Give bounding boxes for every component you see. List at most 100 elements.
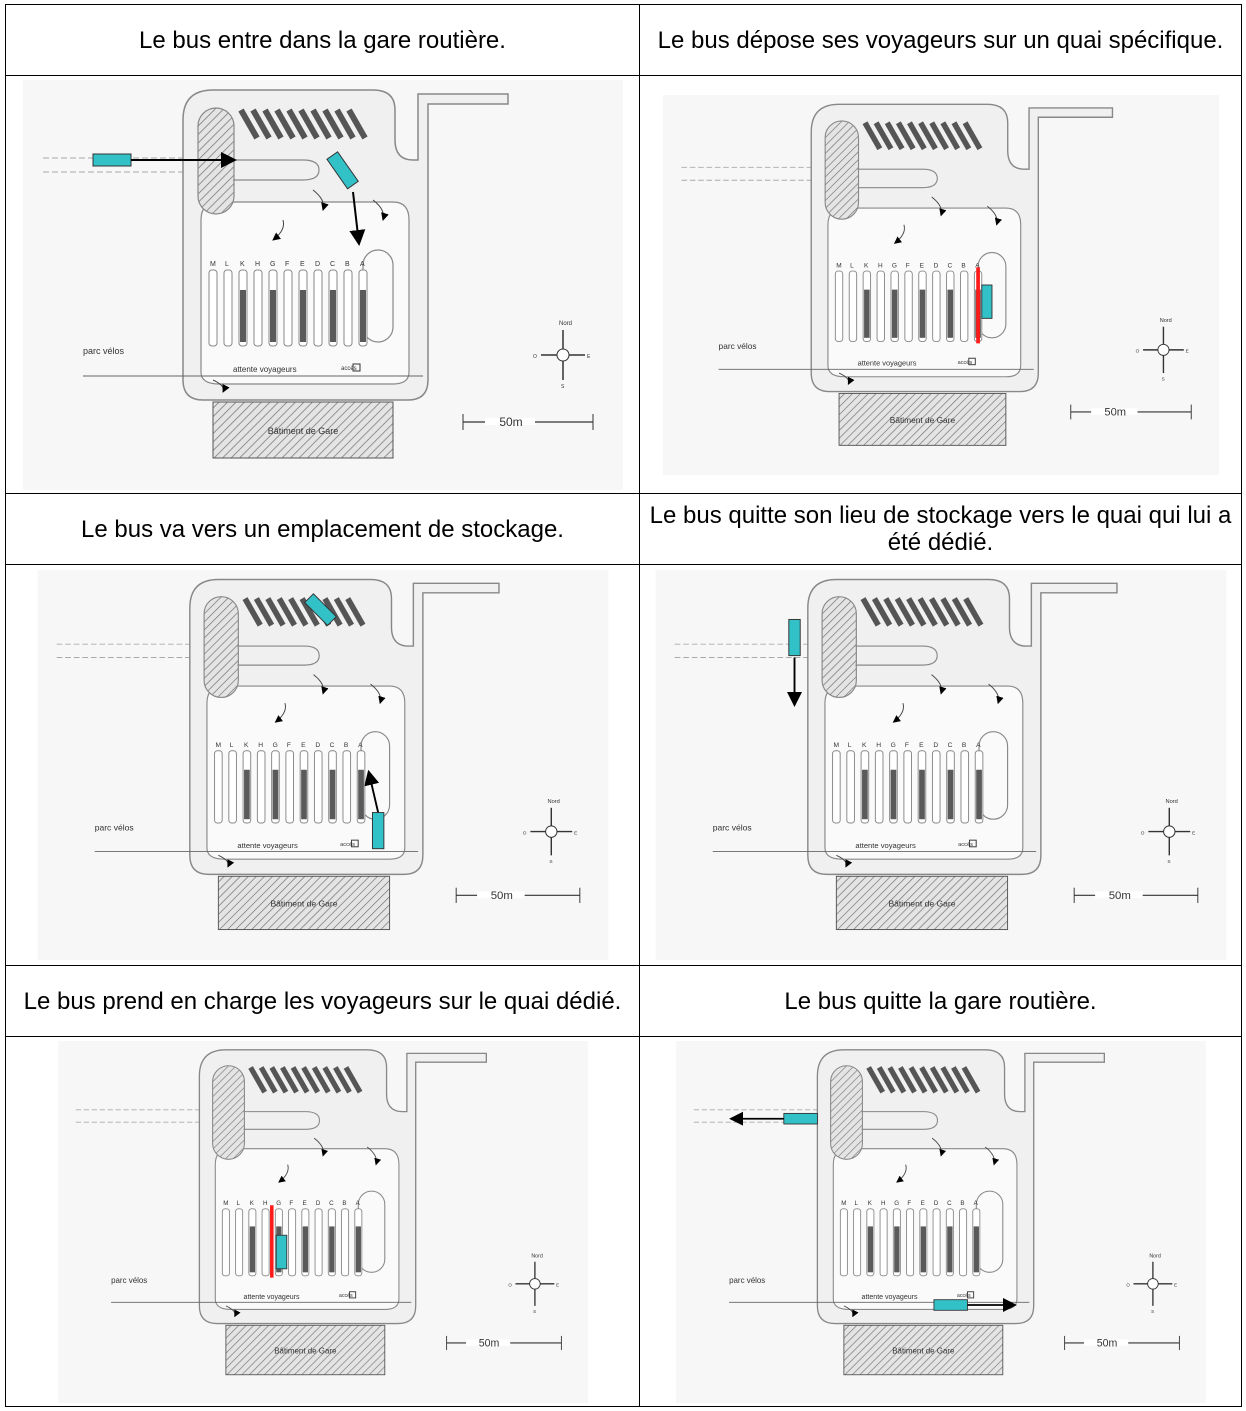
access-label: accès	[338, 1293, 352, 1299]
storage-bay	[343, 1065, 362, 1094]
platform-label: G	[894, 1200, 899, 1207]
station-building	[838, 392, 1006, 446]
bus-marker	[782, 1112, 818, 1124]
flow-arrow	[274, 703, 286, 723]
parked-bus	[891, 289, 897, 338]
access-label: accès	[956, 1293, 970, 1299]
station-building-label: Bâtiment de Gare	[889, 415, 955, 425]
platform-label: K	[862, 742, 867, 749]
access-box	[348, 1290, 356, 1298]
platform-L	[848, 270, 857, 342]
platform-label: A	[358, 742, 363, 749]
scale-label-bg	[465, 1338, 510, 1346]
north-label: Nord	[1165, 799, 1177, 805]
north-label: Nord	[559, 321, 572, 327]
platform-label: A	[355, 1200, 360, 1207]
platform-L	[234, 1207, 243, 1276]
flow-arrow	[984, 1146, 999, 1165]
station-building-label: Bâtiment de Gare	[274, 1346, 337, 1355]
bus-marker	[932, 1298, 968, 1311]
platform-label: C	[329, 1200, 334, 1207]
flow-arrow	[369, 683, 386, 705]
platform-label: D	[933, 262, 938, 269]
storage-bay	[895, 120, 916, 150]
storage-bay	[894, 597, 915, 627]
station-building-label: Bâtiment de Gare	[888, 899, 955, 909]
parked-bus	[947, 769, 953, 820]
storage-bay	[345, 108, 368, 139]
parked-bus	[355, 1225, 361, 1272]
compass-south: S	[549, 859, 552, 865]
flow-arrow	[212, 379, 230, 393]
platform-label: C	[330, 261, 335, 268]
parked-bus	[946, 1225, 952, 1272]
flow-arrow	[312, 674, 329, 695]
turnaround-lane	[236, 645, 320, 666]
platform-label: H	[877, 262, 882, 269]
turnaround-lane	[861, 1110, 938, 1130]
storage-bay	[273, 108, 296, 139]
platform-label: F	[289, 1200, 293, 1207]
parked-bus	[861, 769, 868, 820]
station-building	[842, 1324, 1003, 1375]
storage-bay	[962, 597, 983, 627]
platform-F	[287, 1207, 296, 1276]
platform-F	[905, 1207, 914, 1276]
bus-marker	[371, 812, 384, 850]
platform-L	[223, 269, 232, 346]
platform-label: E	[301, 742, 306, 749]
waiting-label: attente voyageurs	[233, 365, 297, 374]
compass-west: O	[508, 1282, 512, 1287]
flow-arrow	[312, 189, 329, 211]
access-label: accès	[341, 366, 357, 372]
station-building	[217, 875, 390, 931]
storage-bay	[253, 597, 274, 627]
parked-bus	[973, 1225, 979, 1272]
parked-bus	[946, 289, 953, 338]
turnaround-lane	[243, 1110, 320, 1130]
flow-arrow	[225, 1304, 241, 1317]
platform-label: L	[850, 262, 854, 269]
compass-south: S	[533, 1308, 536, 1313]
scale-label: 50m	[499, 415, 522, 429]
bike-park-label: parc vélos	[94, 823, 133, 833]
bike-park-label: parc vélos	[718, 340, 756, 350]
platform-label: D	[315, 1200, 320, 1207]
flow-arrow	[931, 1137, 946, 1157]
parked-bus	[329, 769, 335, 820]
movement-arrow	[363, 769, 379, 813]
platform-M	[831, 750, 841, 824]
station-building-label: Bâtiment de Gare	[270, 899, 337, 909]
access-box	[350, 839, 359, 848]
platform-label: L	[854, 1200, 858, 1207]
storage-bay	[247, 1065, 267, 1094]
platform-label: F	[904, 742, 908, 749]
platform-label: M	[223, 1200, 228, 1207]
compass-east: E	[1174, 1282, 1177, 1287]
platform-D	[931, 270, 941, 342]
platform-label: L	[847, 742, 851, 749]
platform-label: G	[890, 742, 895, 749]
north-label: Nord	[547, 799, 559, 805]
storage-loop	[203, 596, 239, 699]
parked-bus	[918, 769, 925, 820]
compass-west: O	[1140, 830, 1144, 836]
compass-icon	[1147, 807, 1190, 856]
storage-bay	[261, 108, 284, 139]
station-building	[212, 401, 393, 458]
bus-marker	[325, 150, 359, 189]
step-2-caption: Le bus dépose ses voyageurs sur un quai …	[639, 4, 1242, 76]
station-building-label: Bâtiment de Gare	[267, 426, 338, 436]
platform-D	[313, 269, 322, 346]
storage-bay	[311, 1065, 331, 1094]
storyboard-table: Le bus entre dans la gare routière. Le b…	[5, 4, 1242, 1407]
storage-bay	[264, 597, 286, 627]
compass-south: S	[561, 384, 565, 390]
storage-bay	[882, 597, 904, 627]
storage-bay	[860, 597, 881, 627]
